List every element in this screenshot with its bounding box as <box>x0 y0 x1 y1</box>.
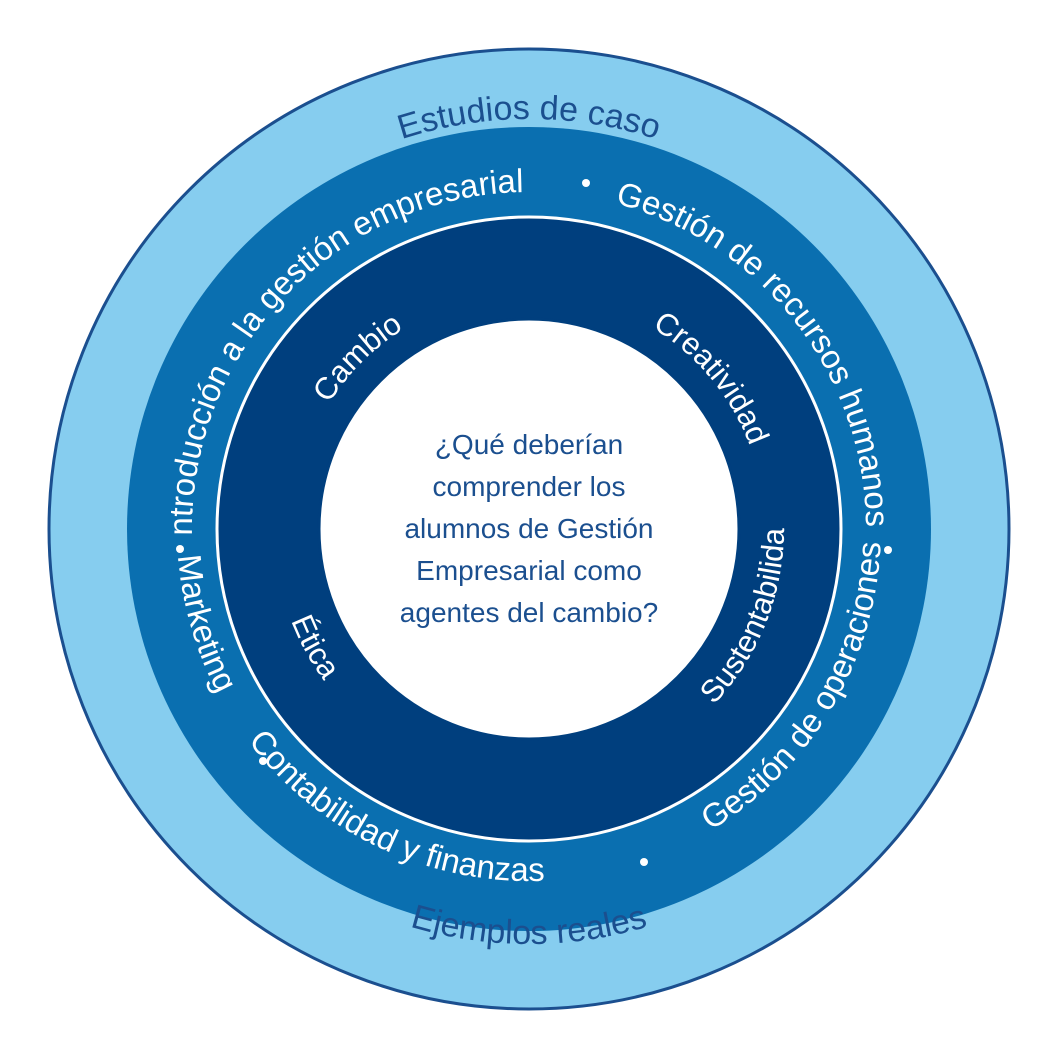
separator-dot <box>582 179 590 187</box>
center-question: ¿Qué deberían comprender los alumnos de … <box>379 424 679 634</box>
center-question-line: comprender los <box>432 471 626 502</box>
separator-dot <box>176 545 184 553</box>
center-circle <box>317 317 741 741</box>
separator-dot <box>259 757 267 765</box>
center-question-line: agentes del cambio? <box>399 597 659 628</box>
center-question-line: Empresarial como <box>416 555 642 586</box>
separator-dot <box>640 858 648 866</box>
center-question-line: ¿Qué deberían <box>434 429 624 460</box>
separator-dot <box>884 546 892 554</box>
center-question-line: alumnos de Gestión <box>404 513 654 544</box>
